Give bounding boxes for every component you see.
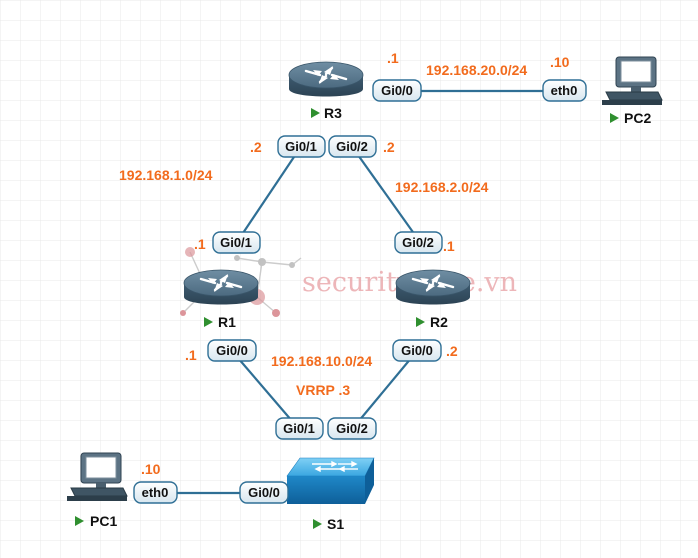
ip-r1-gi01: .1 [194,236,206,252]
port-pc2-eth0[interactable]: eth0 [542,79,587,102]
svg-text:Gi0/0: Gi0/0 [216,343,248,358]
router-icon [287,60,365,98]
subnet-192-168-1: 192.168.1.0/24 [119,167,213,183]
ip-r1-gi00: .1 [185,347,197,363]
port-labels: Gi0/0 eth0 Gi0/1 Gi0/2 Gi0/1 Gi0/2 Gi0/0 [133,79,587,504]
port-r3-gi00[interactable]: Gi0/0 [372,79,422,102]
subnet-192-168-10: 192.168.10.0/24 [271,353,372,369]
svg-text:Gi0/2: Gi0/2 [336,139,368,154]
ip-r3-gi00: .1 [387,50,399,66]
port-s1-gi00[interactable]: Gi0/0 [239,481,289,504]
svg-text:Gi0/0: Gi0/0 [248,485,280,500]
svg-text:Gi0/0: Gi0/0 [401,343,433,358]
svg-text:Gi0/2: Gi0/2 [402,235,434,250]
r1-label: R1 [218,314,236,330]
switch-icon [286,457,375,504]
s1-label: S1 [327,516,344,532]
router-r2[interactable] [394,268,472,306]
router-icon [394,268,472,306]
vrrp-vip: VRRP .3 [296,382,350,398]
ip-r3-gi02: .2 [383,139,395,155]
svg-text:Gi0/1: Gi0/1 [285,139,317,154]
svg-text:eth0: eth0 [551,83,578,98]
port-r3-gi02[interactable]: Gi0/2 [328,135,377,158]
ip-pc2: .10 [550,54,570,70]
pc1-label: PC1 [90,513,117,529]
r3-label: R3 [324,105,342,121]
svg-text:Gi0/2: Gi0/2 [336,421,368,436]
r2-label: R2 [430,314,448,330]
ip-r2-gi02: .1 [443,238,455,254]
subnet-192-168-20: 192.168.20.0/24 [426,62,527,78]
link-r3-r2[interactable] [352,147,421,243]
pc2-label: PC2 [624,110,651,126]
router-icon [182,268,260,306]
port-r1-gi01[interactable]: Gi0/1 [212,231,261,254]
port-r2-gi00[interactable]: Gi0/0 [392,339,442,362]
router-r1[interactable] [182,268,260,306]
link-r3-r1[interactable] [236,147,301,243]
port-r2-gi02[interactable]: Gi0/2 [394,231,443,254]
port-s1-gi01[interactable]: Gi0/1 [275,417,324,440]
ip-r3-gi01: .2 [250,139,262,155]
switch-s1[interactable] [286,457,375,504]
svg-text:Gi0/1: Gi0/1 [283,421,315,436]
port-pc1-eth0[interactable]: eth0 [133,481,178,504]
svg-text:Gi0/1: Gi0/1 [220,235,252,250]
ip-pc1: .10 [141,461,161,477]
svg-text:eth0: eth0 [142,485,169,500]
svg-text:Gi0/0: Gi0/0 [381,83,413,98]
router-r3[interactable] [287,60,365,98]
port-r3-gi01[interactable]: Gi0/1 [277,135,326,158]
link-r2-s1[interactable] [352,350,418,429]
link-r1-s1[interactable] [231,350,299,429]
ip-r2-gi00: .2 [446,343,458,359]
address-labels: .1 .10 192.168.20.0/24 .2 .2 192.168.1.0… [119,50,570,477]
port-r1-gi00[interactable]: Gi0/0 [207,339,257,362]
subnet-192-168-2: 192.168.2.0/24 [395,179,489,195]
port-s1-gi02[interactable]: Gi0/2 [327,417,377,440]
